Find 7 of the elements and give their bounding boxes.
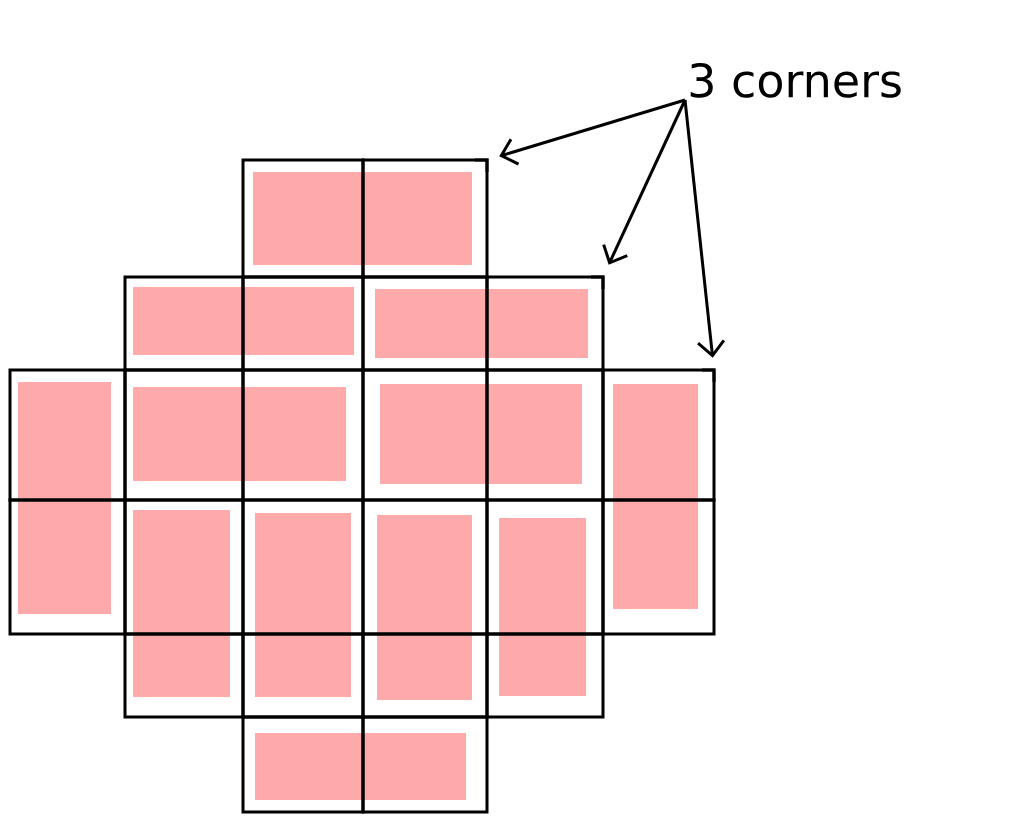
arrow bbox=[499, 98, 686, 166]
grid-corner bbox=[475, 158, 489, 172]
arrow bbox=[602, 99, 687, 265]
label-text: 3 corners bbox=[690, 63, 901, 98]
grid-corner bbox=[591, 275, 605, 289]
grid-corner bbox=[702, 368, 716, 382]
arrow bbox=[683, 99, 726, 358]
